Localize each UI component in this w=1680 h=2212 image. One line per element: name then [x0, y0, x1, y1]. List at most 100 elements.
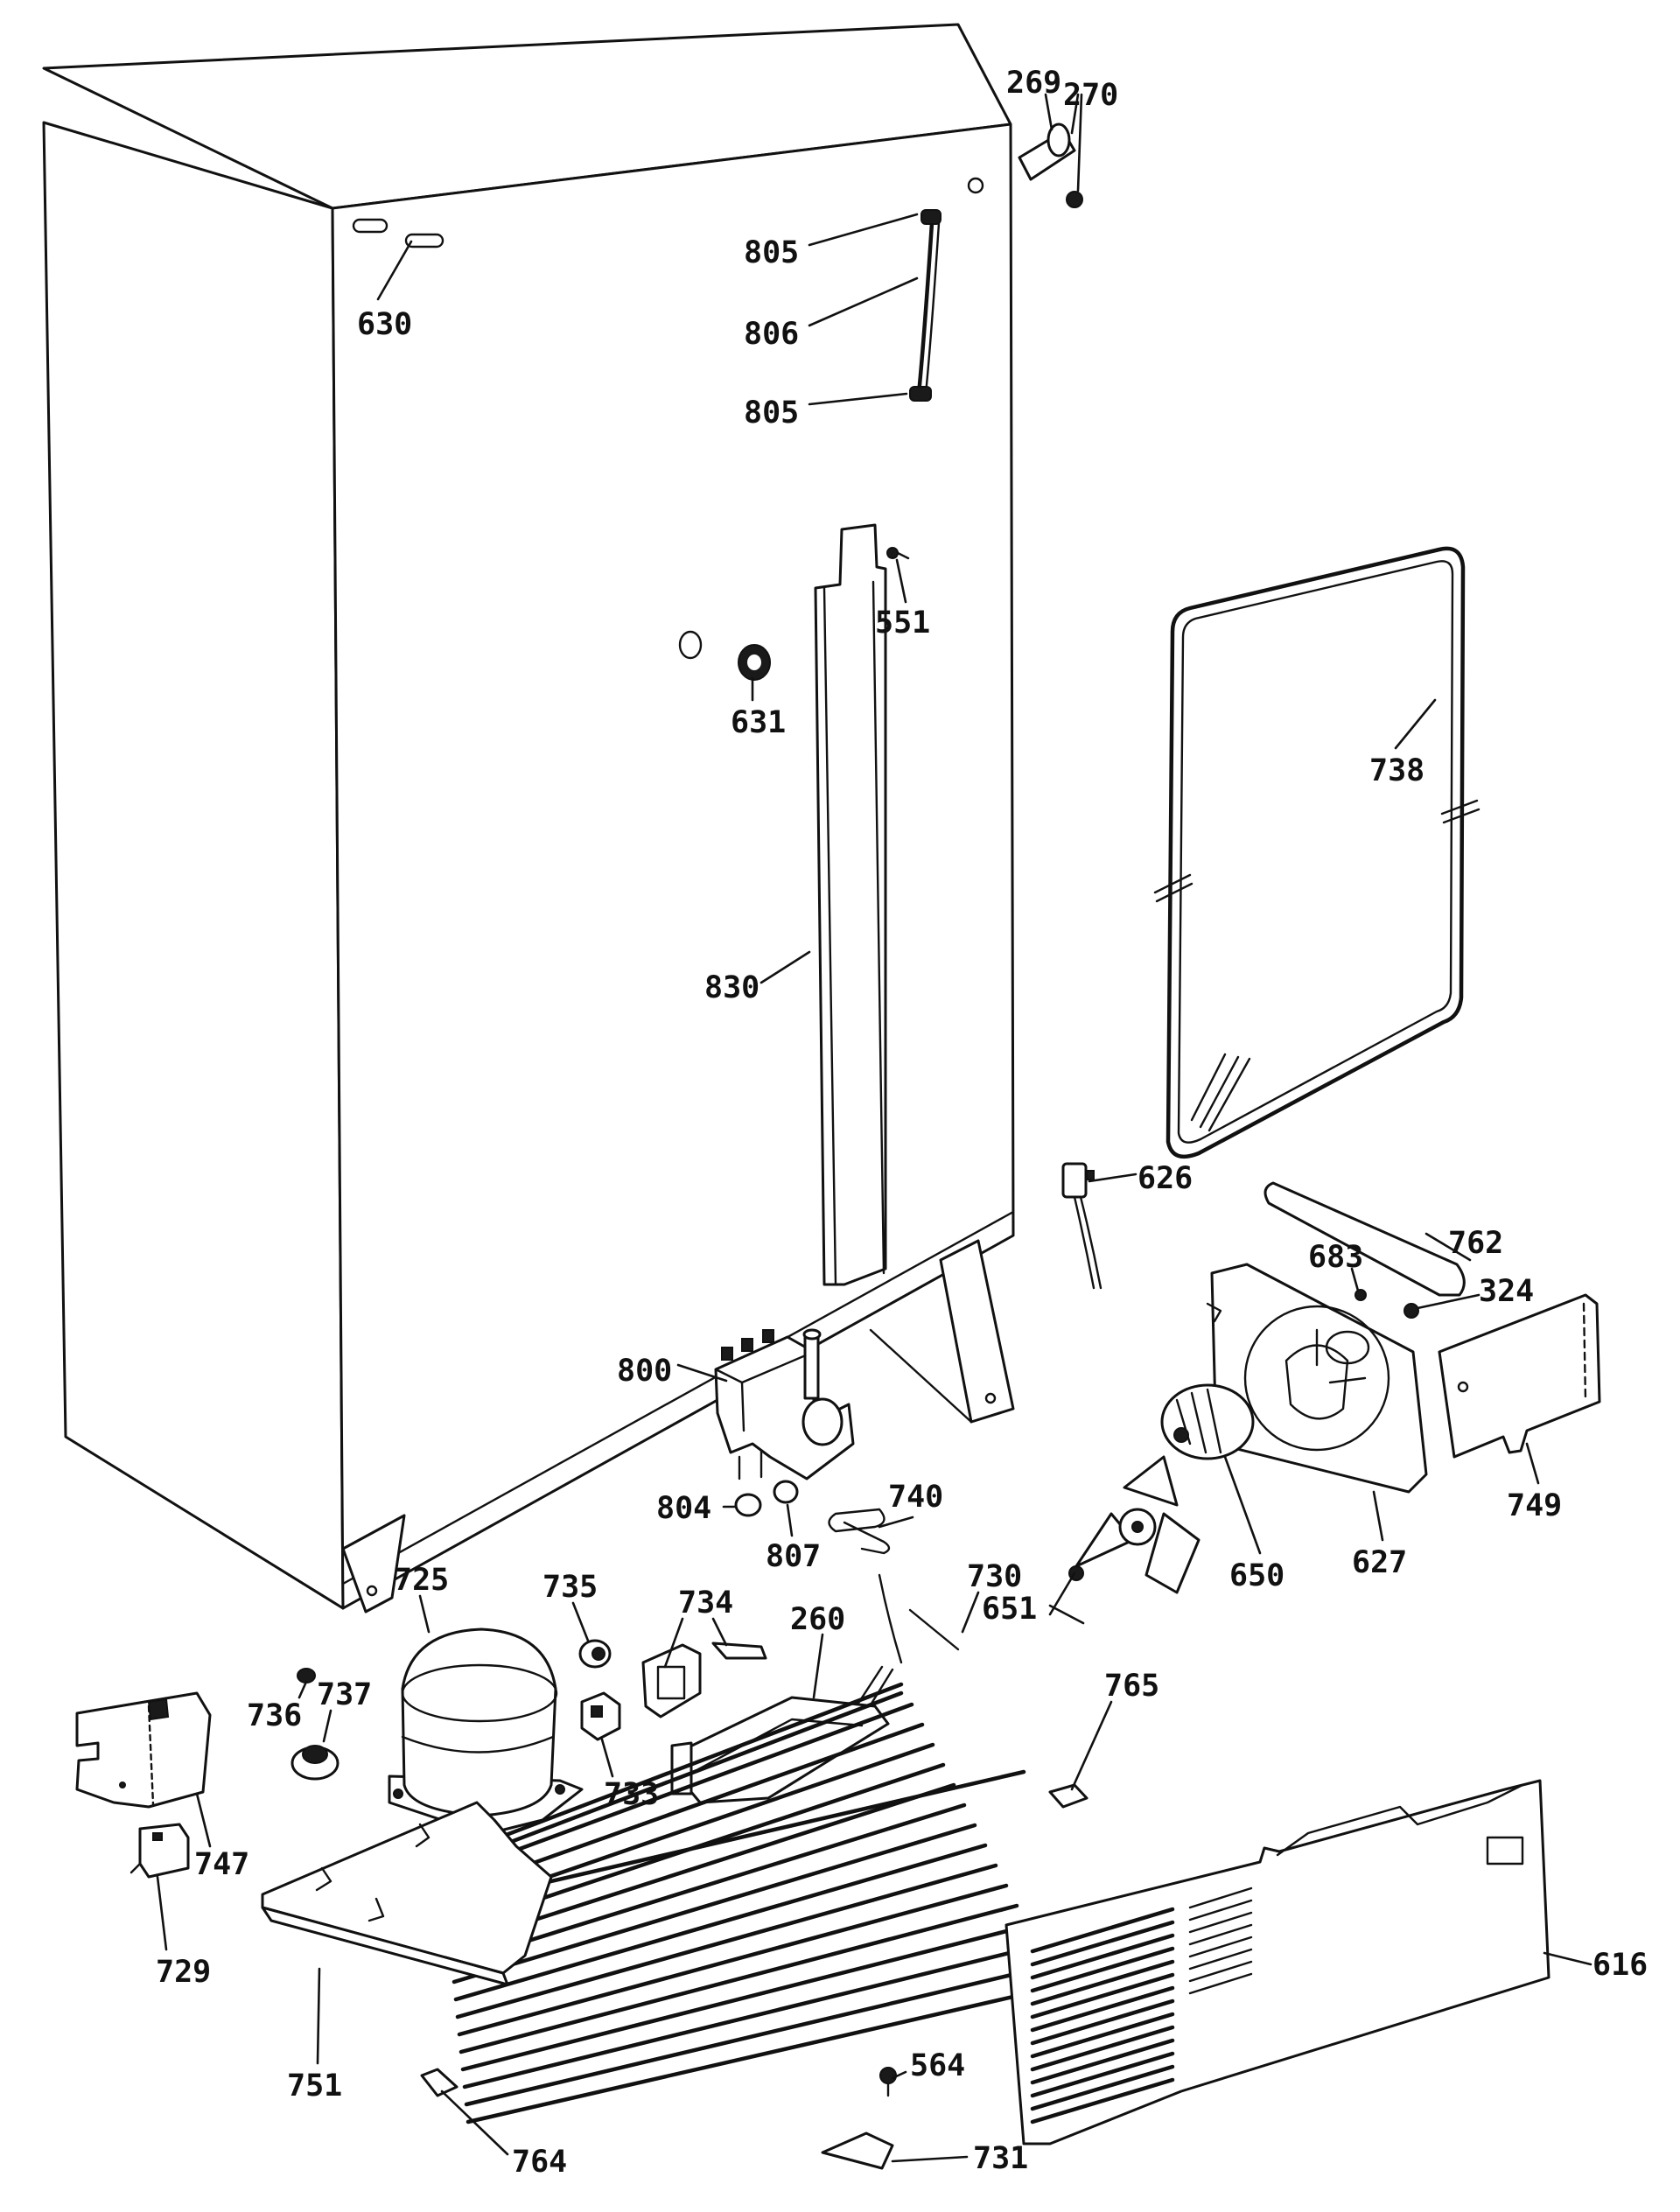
coil-tube [455, 1863, 998, 2020]
grille-slot [1030, 2012, 1175, 2059]
fan-blade-651 [1068, 1455, 1200, 1594]
label-729: 729 [156, 1955, 211, 1990]
grille-slot [1030, 2025, 1175, 2072]
label-736: 736 [247, 1698, 302, 1733]
coil-tube [462, 1943, 1040, 2090]
bracket-269 [1018, 122, 1083, 208]
coil-tube [457, 1883, 1009, 2037]
door-gasket-738 [1153, 546, 1480, 1159]
clip-740 [828, 1508, 891, 1555]
label-551: 551 [875, 606, 930, 640]
grille-vent [1188, 1886, 1253, 1909]
grille-slot [1030, 2064, 1175, 2111]
fan-shroud-627 [1206, 1263, 1428, 1494]
label-734: 734 [678, 1586, 733, 1620]
grille-slot [1030, 1920, 1175, 1967]
label-651: 651 [982, 1592, 1037, 1627]
insulation-strip-762 [1264, 1181, 1466, 1297]
capacitor-729 [130, 1823, 190, 1879]
water-tube-806 [909, 209, 942, 402]
label-731: 731 [973, 2141, 1028, 2176]
grille-slot [1030, 1907, 1175, 1954]
screw-551 [886, 547, 910, 560]
label-805-bottom: 805 [744, 396, 799, 430]
label-683: 683 [1308, 1240, 1363, 1275]
label-830: 830 [704, 970, 760, 1005]
leader-lines [156, 93, 1592, 2163]
label-762: 762 [1448, 1226, 1503, 1261]
label-626: 626 [1138, 1161, 1193, 1196]
grille-slot [1030, 2051, 1175, 2098]
connector-626 [1061, 1162, 1102, 1290]
base-pan-751 [261, 1801, 553, 1986]
label-804: 804 [656, 1491, 711, 1526]
label-764: 764 [512, 2145, 567, 2180]
label-627: 627 [1352, 1545, 1407, 1580]
label-725: 725 [394, 1563, 449, 1598]
label-269: 269 [1006, 66, 1061, 101]
screw-564 [879, 2067, 897, 2097]
label-616: 616 [1592, 1948, 1648, 1983]
label-807: 807 [766, 1539, 821, 1574]
coil-tube [458, 1903, 1019, 2054]
label-737: 737 [317, 1677, 372, 1712]
grille-vent [1188, 1936, 1253, 1958]
label-733: 733 [604, 1777, 659, 1812]
label-564: 564 [910, 2048, 965, 2083]
coil-tube [453, 1843, 988, 2002]
grille-vent [1188, 1972, 1253, 1995]
grille-vent [1188, 1948, 1253, 1970]
label-650: 650 [1229, 1558, 1284, 1593]
grille-vent [1188, 1899, 1253, 1922]
label-749: 749 [1507, 1488, 1562, 1523]
grille-vent [1188, 1911, 1253, 1934]
relay-733 [580, 1691, 621, 1741]
grille-vent [1188, 1960, 1253, 1983]
coil-tube [464, 1964, 1051, 2107]
coil-tube [441, 1702, 914, 1880]
label-735: 735 [542, 1570, 598, 1605]
grille-slot [1030, 1972, 1175, 2020]
coil-tube [460, 1923, 1030, 2072]
label-751: 751 [287, 2068, 342, 2104]
part-labels: 269 270 805 806 805 630 551 631 738 830 … [156, 66, 1648, 2180]
label-324: 324 [1479, 1274, 1534, 1309]
label-747: 747 [194, 1847, 249, 1882]
label-260: 260 [790, 1602, 845, 1637]
clip-736 [297, 1668, 316, 1684]
label-800: 800 [617, 1354, 672, 1389]
label-730: 730 [967, 1559, 1022, 1594]
coil-tube [450, 1802, 967, 1967]
label-740: 740 [888, 1480, 943, 1515]
grille-slot [1030, 2077, 1175, 2124]
screw-324 [1404, 1303, 1419, 1319]
grille-vent [1188, 1923, 1253, 1946]
label-738: 738 [1369, 753, 1424, 788]
grille-slot [1030, 1985, 1175, 2033]
label-806: 806 [744, 317, 799, 352]
clip-765 [1048, 1783, 1088, 1809]
coil-tube [439, 1682, 904, 1862]
coil-tube [466, 1984, 1061, 2124]
clip-731 [821, 2132, 894, 2170]
grille-slot [1030, 1946, 1175, 1993]
label-631: 631 [731, 705, 786, 740]
coil-tube [452, 1823, 977, 1984]
overload-734 [641, 1642, 767, 1718]
cover-749 [1438, 1293, 1601, 1459]
grille-slot [1030, 2038, 1175, 2085]
nut-807 [773, 1480, 799, 1504]
grille-616 [1004, 1779, 1550, 2146]
cover-747 [75, 1691, 212, 1809]
grommet-735 [578, 1639, 612, 1669]
grille-slot [1030, 1959, 1175, 2006]
nut-804 [734, 1493, 762, 1517]
label-630: 630 [357, 307, 412, 342]
label-765: 765 [1104, 1669, 1159, 1704]
fan-motor-650 [1160, 1383, 1255, 1460]
compressor-725 [388, 1628, 584, 1838]
label-270: 270 [1063, 78, 1118, 113]
clip-764 [420, 2068, 458, 2097]
label-805-top: 805 [744, 235, 799, 270]
